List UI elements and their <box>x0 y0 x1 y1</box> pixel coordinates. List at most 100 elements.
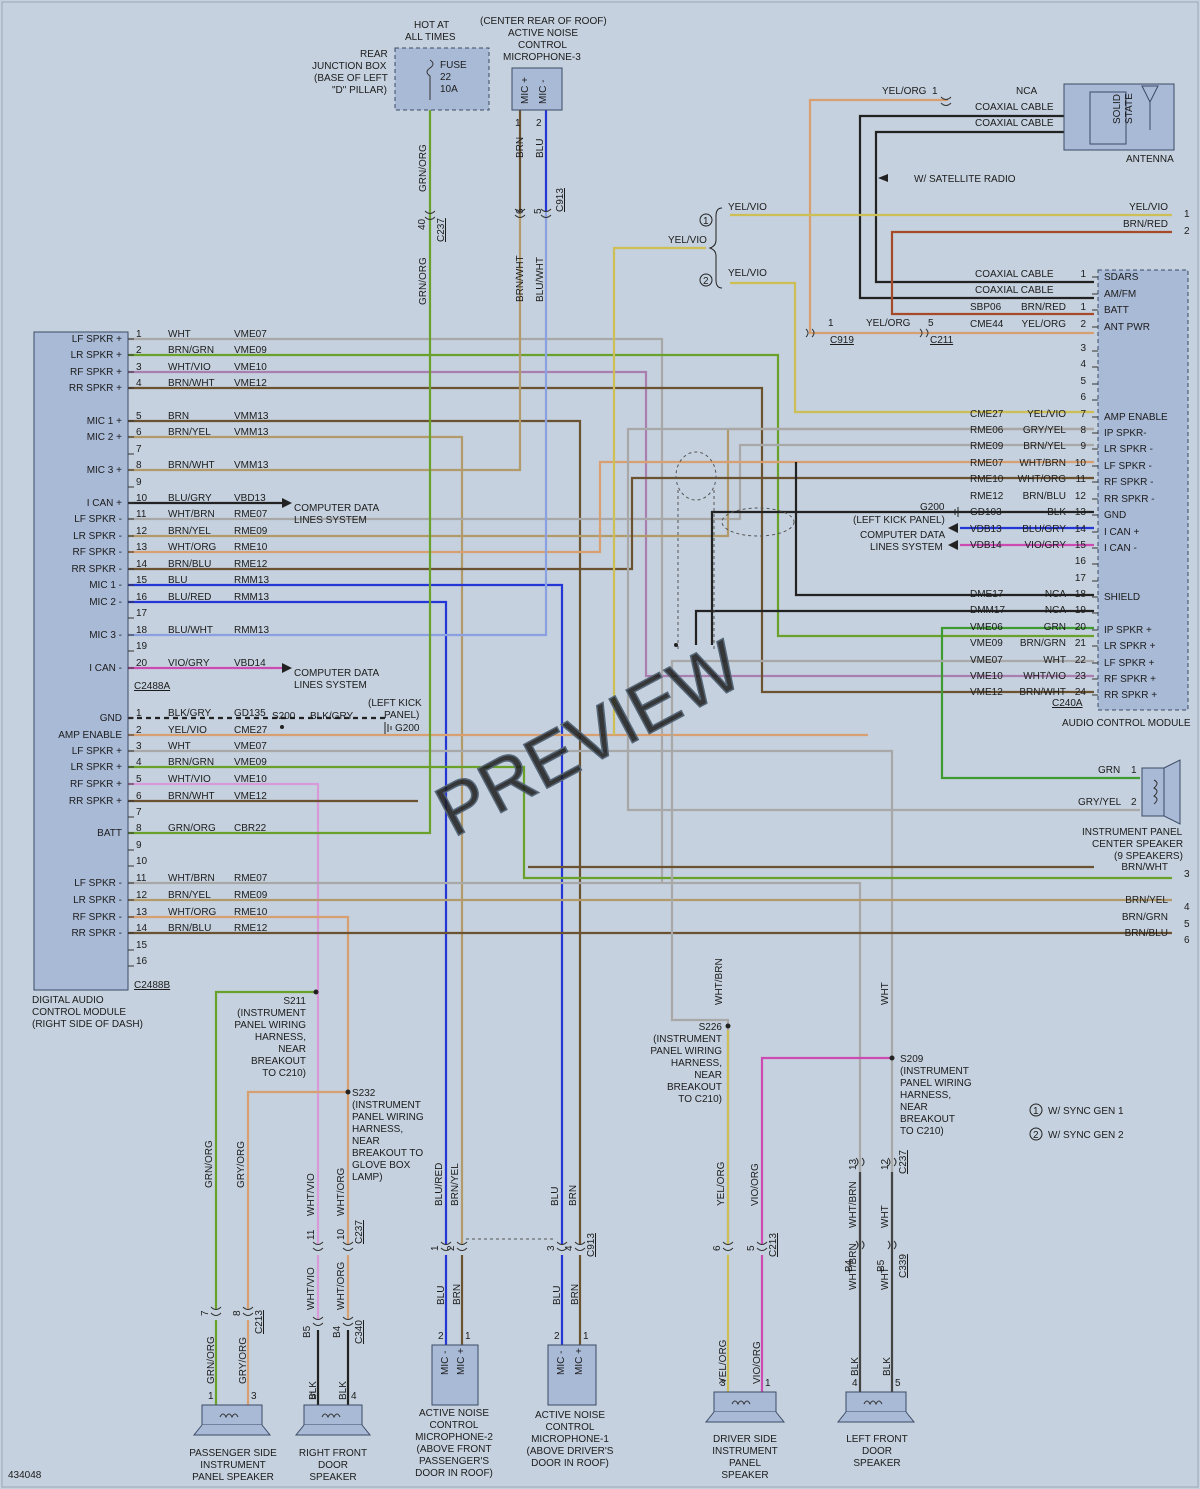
right-output-wire: BRN/RED <box>1123 219 1168 230</box>
mic3-title-3: CONTROL <box>518 40 567 51</box>
connector-c211: C211 <box>930 335 954 346</box>
component-connector: C913 <box>586 1233 597 1257</box>
splice-s209: HARNESS, <box>900 1090 951 1101</box>
mic3-title-4: MICROPHONE-3 <box>503 52 581 63</box>
acm-pin-label: GND <box>1104 510 1126 521</box>
mic3-pin-label-1: MIC + <box>520 77 531 104</box>
dacm-a-wire: WHT/VIO <box>168 362 211 373</box>
dacm-a-wire: BLU/RED <box>168 592 211 603</box>
component-wire-bottom: GRN/ORG <box>206 1336 217 1384</box>
dacm-a-pin-num: 5 <box>136 411 142 422</box>
s200-ground: G200 <box>395 723 420 734</box>
ipcs-caption-2: CENTER SPEAKER <box>1092 839 1183 850</box>
dacm-b-circuit: GD135 <box>234 708 266 719</box>
acm-module <box>1097 269 1189 711</box>
mic3-title-1: (CENTER REAR OF ROOF) <box>480 16 607 27</box>
dacm-a-circuit: VME07 <box>234 329 267 340</box>
component-conn-pin: 5 <box>746 1245 757 1251</box>
splice-s209: (INSTRUMENT <box>900 1066 969 1077</box>
shield-wraps <box>466 451 795 1240</box>
component-wire-top: VIO/ORG <box>750 1163 761 1206</box>
figure-id: 434048 <box>8 1470 42 1481</box>
mic-pin-label: MIC - <box>440 1351 451 1375</box>
dacm-b-pin-num: 15 <box>136 940 148 951</box>
component-caption: CONTROL <box>430 1420 479 1431</box>
speaker-cone <box>704 1411 786 1423</box>
splice-s232: HARNESS, <box>352 1124 403 1135</box>
c211-pin: 5 <box>928 318 934 329</box>
acm-pin-num: 14 <box>1075 524 1087 535</box>
dacm-a-circuit: VMM13 <box>234 460 269 471</box>
ipcs-caption-1: INSTRUMENT PANEL <box>1082 827 1183 838</box>
splice-s226: PANEL WIRING <box>650 1046 722 1057</box>
component-conn-pin: 7 <box>200 1310 211 1316</box>
acm-circuit: RME09 <box>970 441 1004 452</box>
acm-pin-num: 1 <box>1080 269 1086 280</box>
acm-pin-label: LR SPKR - <box>1104 444 1153 455</box>
preview-watermark: PREVIEW <box>423 626 754 853</box>
component-caption: RIGHT FRONT <box>299 1448 367 1459</box>
component-conn-top: C237 <box>898 1150 909 1174</box>
ground-icon-acm <box>951 507 959 517</box>
dacm-a-circuit: RME12 <box>234 559 268 570</box>
component-conn-pin: B5 <box>876 1259 887 1272</box>
acm-wire: WHT/VIO <box>1023 671 1066 682</box>
dacm-a-circuit: RMM13 <box>234 625 269 636</box>
s209-wire: WHT <box>880 982 891 1005</box>
component-pin: 3 <box>251 1391 257 1402</box>
dacm-b-pin-num: 10 <box>136 856 148 867</box>
wire-rme07-b <box>128 881 862 1245</box>
right-output-wire: BRN/YEL <box>1125 895 1168 906</box>
mic-pin-label: MIC - <box>556 1351 567 1375</box>
component-conn-pin: B4 <box>844 1259 855 1272</box>
ipcs-pin-2: 2 <box>1131 797 1137 808</box>
dacm-a-wire: BLU/WHT <box>168 625 213 636</box>
dacm-a-pin-label: RR SPKR + <box>69 383 122 394</box>
acm-circuit: VDB14 <box>970 540 1002 551</box>
mic3-wire-bottom-1: BRN/WHT <box>515 255 526 302</box>
mic-box <box>547 1344 597 1406</box>
acm-pin-label: LR SPKR + <box>1104 641 1156 652</box>
wire-s211-pass <box>214 990 316 1310</box>
acm-pin-label: BATT <box>1104 305 1129 316</box>
dacm-a-pin-label: MIC 2 + <box>87 432 122 443</box>
acm-wire: VIO/GRY <box>1025 540 1067 551</box>
wire-rme12-a <box>128 476 1094 571</box>
dacm-caption-1: DIGITAL AUDIO <box>32 995 104 1006</box>
component-pin: 3 <box>720 1378 726 1389</box>
wire-yelvio-mid <box>612 246 706 735</box>
dacm-a-pin-num: 16 <box>136 592 148 603</box>
rear-jb-title-2: ALL TIMES <box>405 32 456 43</box>
component-caption: CONTROL <box>546 1422 595 1433</box>
component-caption: ACTIVE NOISE <box>419 1408 489 1419</box>
c211-wire: YEL/ORG <box>866 318 911 329</box>
dacm-a-pin-label: I CAN - <box>89 663 122 674</box>
dacm-a-circuit: RME10 <box>234 542 268 553</box>
speaker-cone <box>836 1411 916 1423</box>
acm-wire: BRN/GRN <box>1020 638 1066 649</box>
dacm-a-wire: WHT/BRN <box>168 509 215 520</box>
legend-sync2: W/ SYNC GEN 2 <box>1048 1130 1124 1141</box>
component-wire-mid: WHT/VIO <box>306 1267 317 1310</box>
dacm-a-pin-num: 15 <box>136 575 148 586</box>
component-caption: SPEAKER <box>853 1458 900 1469</box>
dacm-b-pin-num: 5 <box>136 774 142 785</box>
c919-pin: 1 <box>828 318 834 329</box>
acm-pin-num: 10 <box>1075 458 1087 469</box>
component-wire-top: BRN/YEL <box>450 1163 461 1206</box>
right-output-pin: 4 <box>1184 902 1190 913</box>
dacm-a-pin-num: 7 <box>136 444 142 455</box>
wire-mic1-minus <box>128 583 564 1245</box>
splice-s226: NEAR <box>694 1070 722 1081</box>
dacm-a-pin-num: 3 <box>136 362 142 373</box>
component-wire-bottom: VIO/ORG <box>752 1341 763 1384</box>
dacm-b-pin-label: LF SPKR + <box>72 746 122 757</box>
acm-circuit: VME06 <box>970 622 1003 633</box>
acm-circuit: CME44 <box>970 319 1004 330</box>
ipcs-caption-3: (9 SPEAKERS) <box>1114 851 1183 862</box>
ip-center-speaker-cone <box>1163 759 1181 825</box>
sat-note: W/ SATELLITE RADIO <box>914 174 1016 185</box>
